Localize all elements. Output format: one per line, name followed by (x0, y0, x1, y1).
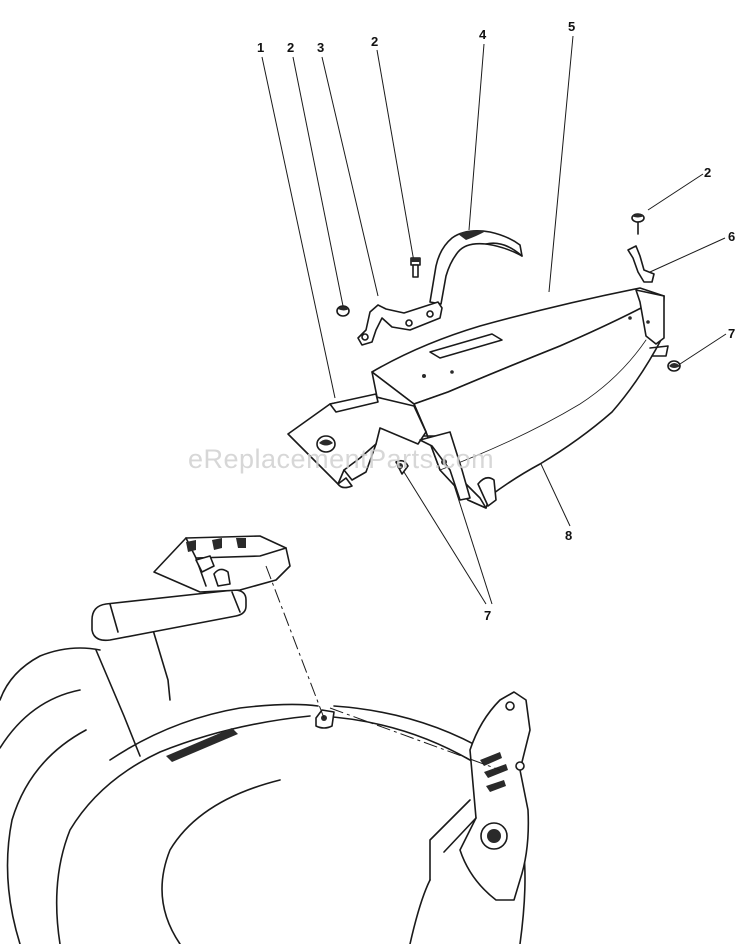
leader-5 (548, 35, 574, 293)
callout-2c: 2 (704, 165, 711, 180)
leader-2c (647, 173, 704, 211)
callout-1: 1 (257, 40, 264, 55)
leader-2a (292, 56, 344, 307)
callout-5: 5 (568, 19, 575, 34)
callout-labels: 1 2 3 2 4 5 2 6 7 8 7 (257, 19, 735, 623)
clip-part (627, 245, 655, 283)
leader-4 (468, 43, 485, 231)
bolt-part-a (336, 305, 350, 317)
callout-8: 8 (565, 528, 572, 543)
callout-7b: 7 (484, 608, 491, 623)
leader-6 (649, 237, 726, 273)
handle-assembly-part (91, 535, 501, 771)
callout-6: 6 (728, 229, 735, 244)
callout-7a: 7 (728, 326, 735, 341)
lever-handle-part (429, 230, 523, 305)
leader-3 (321, 56, 379, 297)
callout-2a: 2 (287, 40, 294, 55)
base-bracket-part (287, 393, 471, 501)
callout-4: 4 (479, 27, 487, 42)
callout-2b: 2 (371, 34, 378, 49)
bolt-part-b (410, 257, 421, 278)
leader-7b-left (403, 471, 487, 605)
watermark-text: eReplacementParts.com (188, 444, 494, 474)
leader-7a (679, 333, 727, 365)
leader-2b (376, 49, 415, 263)
callout-3: 3 (317, 40, 324, 55)
leader-1 (261, 56, 336, 399)
bolt-part-c (631, 213, 645, 235)
bracket-part (357, 301, 443, 346)
nut-part-right (667, 360, 681, 372)
blower-housing-part (0, 619, 531, 944)
